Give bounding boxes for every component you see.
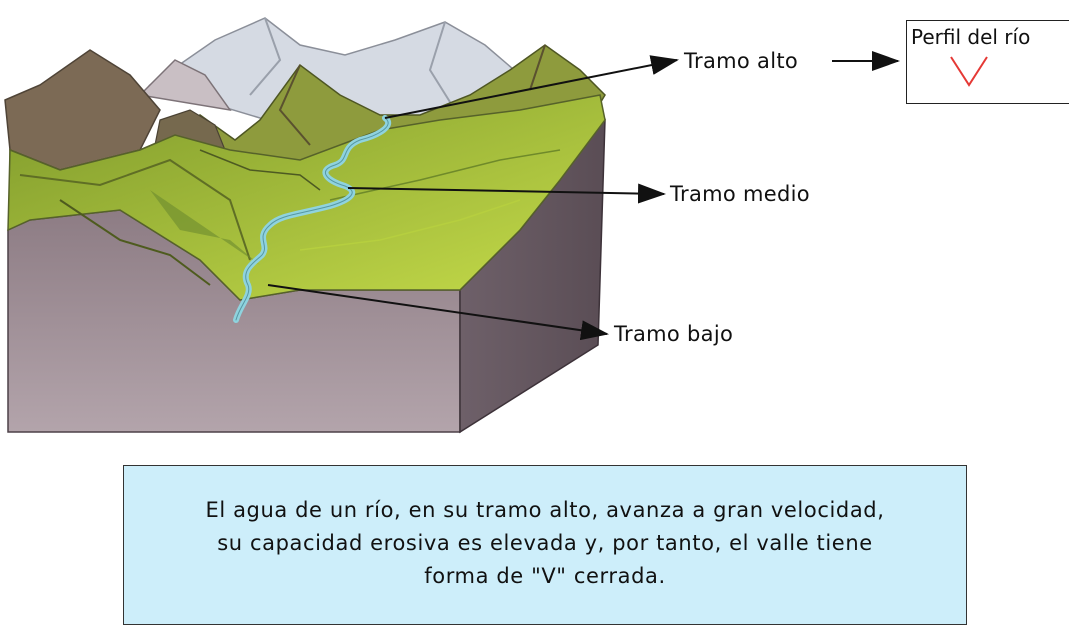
arrow-tramo-medio	[347, 183, 666, 204]
label-tramo-medio: Tramo medio	[670, 182, 810, 206]
river-landscape-illustration	[4, 17, 900, 434]
snowy-peaks	[138, 17, 521, 131]
valley-surface	[7, 94, 606, 301]
label-tramo-alto: Tramo alto	[684, 49, 799, 73]
caption-line: forma de "V" cerrada.	[424, 564, 666, 588]
arrow-tramo-alto	[384, 55, 679, 119]
caption-line: su capacidad erosiva es elevada y, por t…	[217, 531, 873, 555]
arrow-tramo-bajo	[267, 284, 609, 341]
label-tramo-bajo: Tramo bajo	[614, 322, 734, 346]
caption-line: El agua de un río, en su tramo alto, ava…	[205, 498, 885, 522]
caption-text: El agua de un río, en su tramo alto, ava…	[124, 494, 966, 593]
river-profile-box: Perfil del río	[906, 20, 1069, 104]
profile-title: Perfil del río	[911, 25, 1031, 49]
caption-box: El agua de un río, en su tramo alto, ava…	[123, 465, 967, 625]
v-profile-icon	[950, 56, 988, 87]
